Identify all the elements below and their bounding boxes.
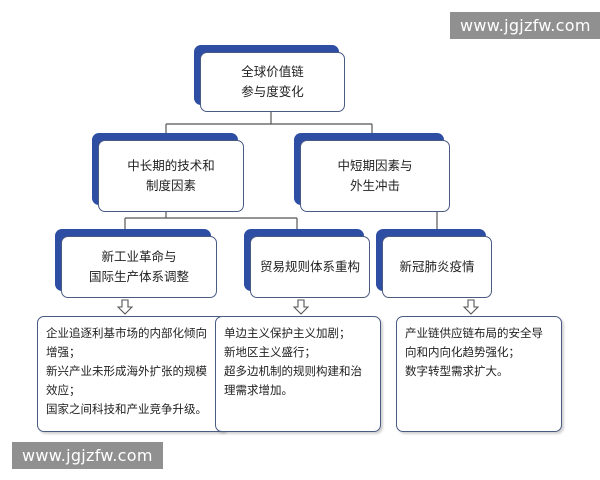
down-arrow-icon — [463, 299, 479, 315]
subfactor-label: 贸易规则体系重构 — [259, 259, 360, 274]
detail-box-industrial-revolution: 企业追逐利基市场的内部化倾向增强； 新兴产业未形成海外扩张的规模效应； 国家之间… — [37, 316, 227, 432]
root-node: 全球价值链 参与度变化 — [200, 52, 345, 112]
detail-box-trade-rules: 单边主义保护主义加剧； 新地区主义盛行； 超多边机制的规则构建和治理需求增加。 — [215, 316, 381, 432]
watermark-bottom: www.jgjzfw.com — [12, 442, 163, 469]
detail-line: 数字转型需求扩大。 — [405, 364, 509, 378]
factor-node-short-term: 中短期因素与 外生冲击 — [300, 140, 450, 212]
down-arrow-icon — [293, 299, 309, 315]
subfactor-node-trade-rules: 贸易规则体系重构 — [250, 236, 370, 298]
detail-line: 新兴产业未形成海外扩张的规模效应； — [46, 364, 207, 397]
detail-line: 产业链供应链布局的安全导向和内向化趋势强化； — [405, 326, 543, 359]
detail-line: 企业追逐利基市场的内部化倾向增强； — [46, 326, 207, 359]
subfactor-label: 新工业革命与 国际生产体系调整 — [88, 249, 189, 284]
subfactor-label: 新冠肺炎疫情 — [399, 259, 475, 274]
detail-box-covid: 产业链供应链布局的安全导向和内向化趋势强化； 数字转型需求扩大。 — [396, 316, 562, 432]
subfactor-node-covid: 新冠肺炎疫情 — [382, 236, 492, 298]
detail-line: 新地区主义盛行； — [224, 345, 316, 359]
factor-node-long-term: 中长期的技术和 制度因素 — [98, 140, 244, 212]
detail-line: 单边主义保护主义加剧； — [224, 326, 351, 340]
down-arrow-icon — [117, 299, 133, 315]
subfactor-node-industrial-revolution: 新工业革命与 国际生产体系调整 — [61, 236, 217, 298]
factor-label: 中长期的技术和 制度因素 — [127, 158, 215, 193]
watermark-top: www.jgjzfw.com — [450, 12, 600, 39]
detail-line: 超多边机制的规则构建和治理需求增加。 — [224, 364, 362, 397]
factor-label: 中短期因素与 外生冲击 — [337, 158, 413, 193]
detail-line: 国家之间科技和产业竞争升级。 — [46, 402, 207, 416]
root-label: 全球价值链 参与度变化 — [241, 64, 304, 99]
